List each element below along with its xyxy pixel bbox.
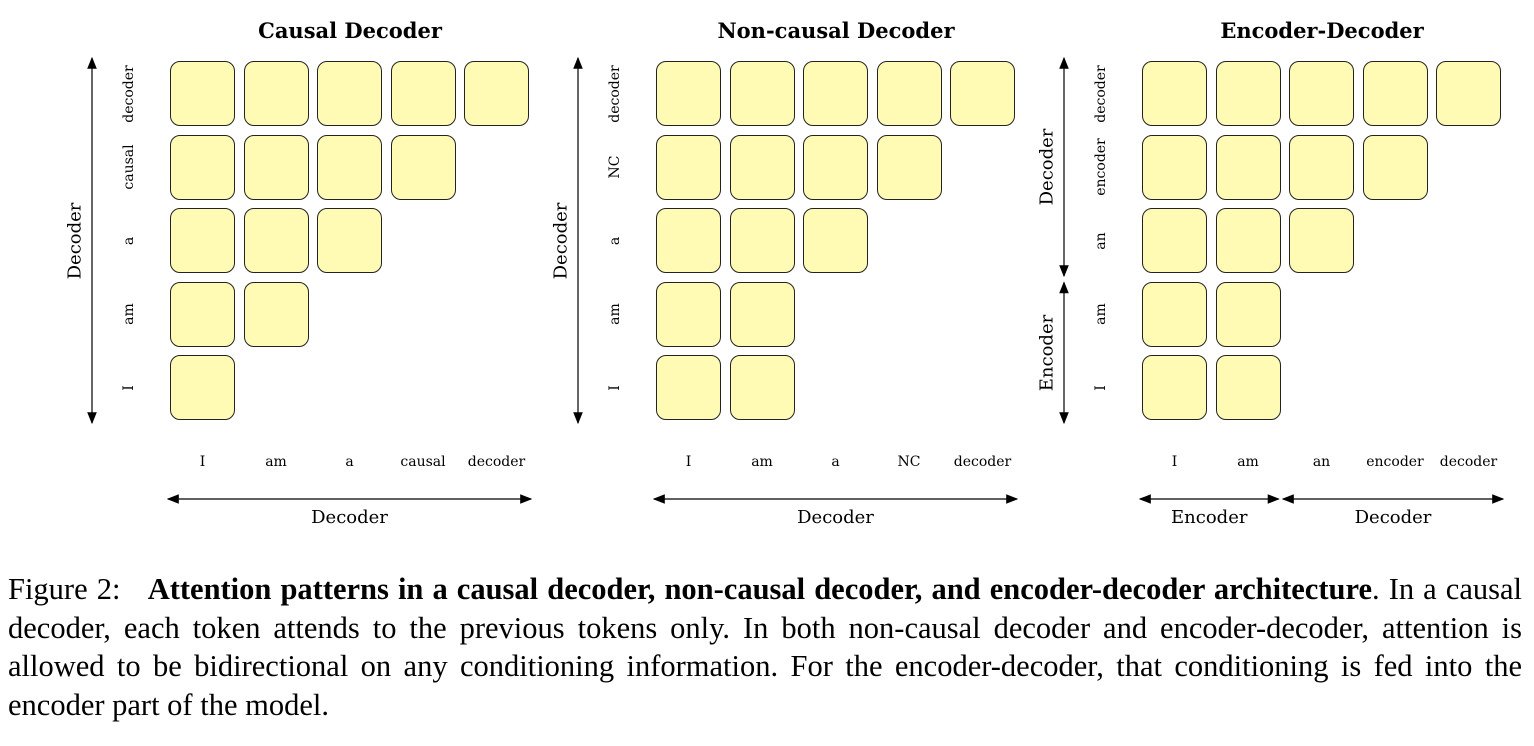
vertical-axis-label: Decoder bbox=[1036, 128, 1058, 206]
column-label: am bbox=[265, 454, 287, 470]
attention-cell bbox=[1362, 134, 1428, 200]
column-label: an bbox=[1312, 454, 1331, 470]
column-label: am bbox=[751, 454, 773, 470]
attention-cell bbox=[464, 61, 529, 126]
column-label: encoder bbox=[1366, 454, 1424, 470]
attention-cell bbox=[729, 61, 795, 126]
vertical-axis-label: Encoder bbox=[1036, 314, 1058, 391]
panel-title: Causal Decoder bbox=[258, 18, 442, 43]
column-label: I bbox=[1171, 454, 1178, 470]
column-label: a bbox=[345, 454, 354, 470]
attention-cell bbox=[1215, 281, 1281, 347]
attention-cell bbox=[243, 61, 309, 126]
caption-prefix: Figure 2: bbox=[8, 572, 121, 606]
attention-cell bbox=[243, 134, 309, 200]
attention-cell bbox=[1289, 134, 1354, 200]
axis-arrows bbox=[87, 56, 533, 504]
attention-cell bbox=[729, 281, 795, 347]
column-label: causal bbox=[400, 454, 446, 470]
attention-cell bbox=[170, 355, 235, 420]
attention-cell bbox=[1215, 208, 1281, 273]
attention-cell bbox=[876, 61, 942, 126]
column-label: decoder bbox=[1439, 454, 1498, 470]
column-label: I bbox=[199, 454, 206, 470]
vertical-axis-label: Decoder bbox=[64, 202, 86, 279]
attention-cell bbox=[803, 134, 868, 200]
attention-cell bbox=[729, 208, 795, 273]
attention-cell bbox=[1289, 208, 1354, 273]
panel-title: Encoder-Decoder bbox=[1220, 18, 1424, 43]
attention-cell bbox=[729, 355, 795, 420]
attention-cell bbox=[243, 281, 309, 347]
horizontal-axis-label: Decoder bbox=[797, 507, 874, 528]
attention-cell bbox=[1142, 61, 1207, 126]
attention-cell bbox=[1142, 355, 1207, 420]
attention-cell bbox=[390, 134, 456, 200]
attention-cell bbox=[317, 61, 382, 126]
attention-cell bbox=[876, 134, 942, 200]
attention-cell bbox=[656, 61, 721, 126]
column-label: a bbox=[831, 454, 840, 470]
axis-arrows bbox=[1059, 56, 1505, 504]
attention-cell bbox=[1215, 355, 1281, 420]
caption-bold: Attention patterns in a causal decoder, … bbox=[147, 572, 1372, 606]
attention-cell bbox=[656, 355, 721, 420]
attention-cell bbox=[170, 208, 235, 273]
attention-cell bbox=[1215, 134, 1281, 200]
caption-text: . In a causal decoder, each token attend… bbox=[8, 572, 1522, 722]
attention-cell bbox=[1142, 208, 1207, 273]
attention-cell bbox=[1142, 281, 1207, 347]
attention-cell bbox=[317, 134, 382, 200]
attention-cell bbox=[390, 61, 456, 126]
figure-caption: Figure 2: Attention patterns in a causal… bbox=[8, 570, 1522, 724]
vertical-axis-label: Decoder bbox=[550, 202, 572, 279]
attention-cell bbox=[170, 134, 235, 200]
column-label: NC bbox=[897, 454, 921, 470]
horizontal-axis-label: Encoder bbox=[1171, 507, 1248, 528]
attention-cell bbox=[170, 61, 235, 126]
attention-cell bbox=[656, 281, 721, 347]
attention-cell bbox=[656, 208, 721, 273]
panel-title: Non-causal Decoder bbox=[717, 18, 955, 43]
column-label: I bbox=[685, 454, 692, 470]
attention-cell bbox=[1289, 61, 1354, 126]
axis-arrows bbox=[573, 56, 1019, 504]
column-label: am bbox=[1237, 454, 1259, 470]
horizontal-axis-label: Decoder bbox=[1354, 507, 1432, 528]
attention-cell bbox=[243, 208, 309, 273]
attention-cell bbox=[317, 208, 382, 273]
attention-cell bbox=[170, 281, 235, 347]
attention-cell bbox=[1362, 61, 1428, 126]
attention-cell bbox=[1142, 134, 1207, 200]
attention-cell bbox=[729, 134, 795, 200]
attention-cell bbox=[1215, 61, 1281, 126]
attention-cell bbox=[656, 134, 721, 200]
attention-cell bbox=[803, 208, 868, 273]
attention-cell bbox=[950, 61, 1015, 126]
column-label: decoder bbox=[467, 454, 526, 470]
attention-cell bbox=[1436, 61, 1501, 126]
attention-cell bbox=[803, 61, 868, 126]
column-label: decoder bbox=[953, 454, 1012, 470]
horizontal-axis-label: Decoder bbox=[311, 507, 388, 528]
